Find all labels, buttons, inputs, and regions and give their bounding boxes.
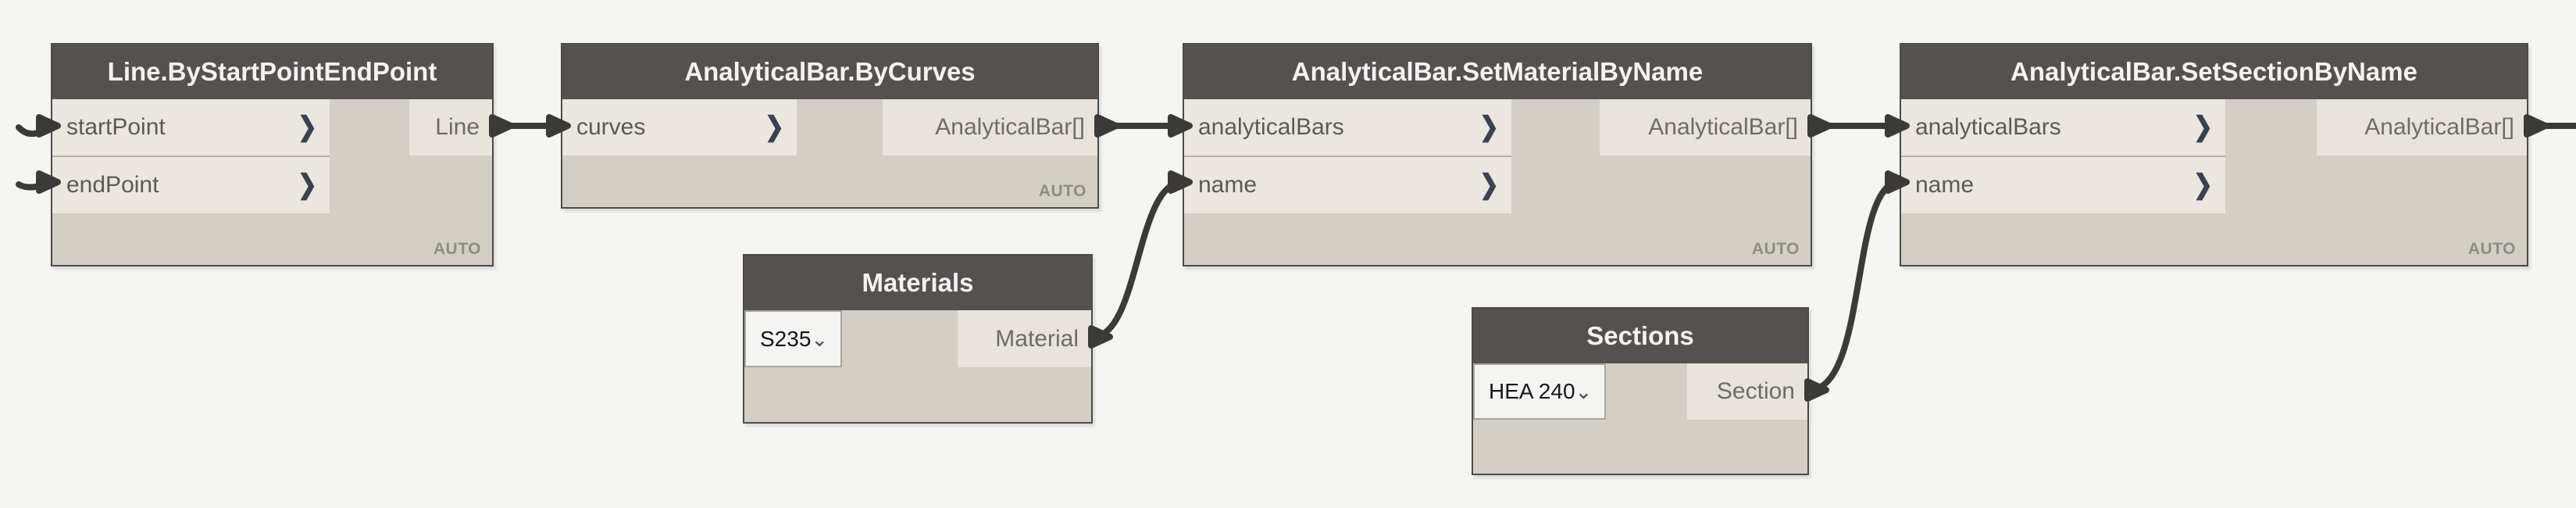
port-chevron-icon: ❯ bbox=[297, 112, 317, 142]
port-marker-material-out[interactable] bbox=[1088, 325, 1113, 349]
input-port-name[interactable]: name ❯ bbox=[1901, 157, 2225, 213]
node-materials[interactable]: Materials S235 ⌄ Material bbox=[743, 254, 1093, 424]
lacing-indicator[interactable]: AUTO bbox=[433, 240, 481, 258]
port-marker-bycurves-out[interactable] bbox=[1094, 114, 1119, 138]
input-port-label: endPoint bbox=[66, 172, 159, 198]
port-marker-section-out[interactable] bbox=[1804, 378, 1829, 402]
input-port-label: startPoint bbox=[66, 114, 166, 140]
input-port-name[interactable]: name ❯ bbox=[1184, 157, 1511, 213]
input-port-label: analyticalBars bbox=[1915, 114, 2061, 140]
port-chevron-icon: ❯ bbox=[2192, 170, 2213, 200]
port-chevron-icon: ❯ bbox=[1479, 170, 1499, 200]
output-port-line[interactable]: Line bbox=[409, 99, 492, 156]
wire-material-to-name[interactable] bbox=[1090, 179, 1186, 340]
port-marker-setsection-out[interactable] bbox=[2524, 114, 2549, 138]
node-title[interactable]: AnalyticalBar.SetSectionByName bbox=[1901, 45, 2527, 99]
chevron-down-icon: ⌄ bbox=[811, 327, 829, 351]
lacing-indicator[interactable]: AUTO bbox=[1751, 240, 1800, 258]
chevron-down-icon: ⌄ bbox=[1575, 380, 1593, 403]
node-sections[interactable]: Sections HEA 240 ⌄ Section bbox=[1472, 307, 1809, 475]
output-port-label: AnalyticalBar[] bbox=[1648, 114, 1798, 140]
output-port-analyticalbar[interactable]: AnalyticalBar[] bbox=[883, 99, 1097, 156]
node-analyticalbar-setsectionbyname[interactable]: AnalyticalBar.SetSectionByName analytica… bbox=[1900, 43, 2528, 267]
input-port-label: name bbox=[1915, 172, 1975, 198]
port-chevron-icon: ❯ bbox=[297, 170, 317, 200]
node-title[interactable]: Materials bbox=[744, 256, 1091, 310]
port-chevron-icon: ❯ bbox=[2192, 112, 2213, 142]
lacing-indicator[interactable]: AUTO bbox=[2467, 240, 2516, 258]
node-title[interactable]: AnalyticalBar.SetMaterialByName bbox=[1184, 45, 1811, 99]
input-port-startpoint[interactable]: startPoint ❯ bbox=[52, 99, 330, 156]
output-port-label: Section bbox=[1716, 378, 1795, 404]
wire-section-to-name[interactable] bbox=[1806, 179, 1903, 393]
output-port-material[interactable]: Material bbox=[958, 310, 1091, 367]
dropdown-selected-value: HEA 240 bbox=[1489, 379, 1575, 403]
materials-dropdown[interactable]: S235 ⌄ bbox=[744, 310, 843, 367]
node-line-bystartpointendpoint[interactable]: Line.ByStartPointEndPoint startPoint ❯ e… bbox=[51, 43, 494, 267]
output-port-label: Material bbox=[995, 325, 1079, 352]
sections-dropdown[interactable]: HEA 240 ⌄ bbox=[1473, 363, 1607, 420]
input-port-curves[interactable]: curves ❯ bbox=[562, 99, 797, 156]
output-port-section[interactable]: Section bbox=[1687, 363, 1807, 420]
node-title[interactable]: Sections bbox=[1473, 309, 1807, 363]
input-port-label: curves bbox=[576, 114, 646, 140]
output-port-analyticalbar[interactable]: AnalyticalBar[] bbox=[1600, 99, 1811, 156]
node-title[interactable]: Line.ByStartPointEndPoint bbox=[52, 45, 492, 99]
port-marker-line-out[interactable] bbox=[489, 114, 514, 138]
node-title[interactable]: AnalyticalBar.ByCurves bbox=[562, 45, 1097, 99]
dropdown-selected-value: S235 bbox=[760, 326, 812, 351]
input-port-analyticalbars[interactable]: analyticalBars ❯ bbox=[1901, 99, 2225, 156]
output-port-label: AnalyticalBar[] bbox=[2364, 114, 2514, 140]
input-port-label: name bbox=[1198, 172, 1258, 198]
node-analyticalbar-setmaterialbyname[interactable]: AnalyticalBar.SetMaterialByName analytic… bbox=[1183, 43, 1812, 267]
input-port-analyticalbars[interactable]: analyticalBars ❯ bbox=[1184, 99, 1511, 156]
lacing-indicator[interactable]: AUTO bbox=[1038, 182, 1086, 200]
node-analyticalbar-bycurves[interactable]: AnalyticalBar.ByCurves curves ❯ Analytic… bbox=[561, 43, 1099, 209]
input-port-label: analyticalBars bbox=[1198, 114, 1344, 140]
port-chevron-icon: ❯ bbox=[1479, 112, 1499, 142]
output-port-label: AnalyticalBar[] bbox=[935, 114, 1085, 140]
port-marker-setmaterial-out[interactable] bbox=[1807, 114, 1832, 138]
wire-into-startpoint[interactable] bbox=[16, 123, 55, 137]
output-port-label: Line bbox=[435, 114, 480, 140]
input-port-endpoint[interactable]: endPoint ❯ bbox=[52, 157, 330, 213]
port-chevron-icon: ❯ bbox=[764, 112, 784, 142]
output-port-analyticalbar[interactable]: AnalyticalBar[] bbox=[2317, 99, 2527, 156]
wire-into-endpoint[interactable] bbox=[16, 179, 55, 191]
